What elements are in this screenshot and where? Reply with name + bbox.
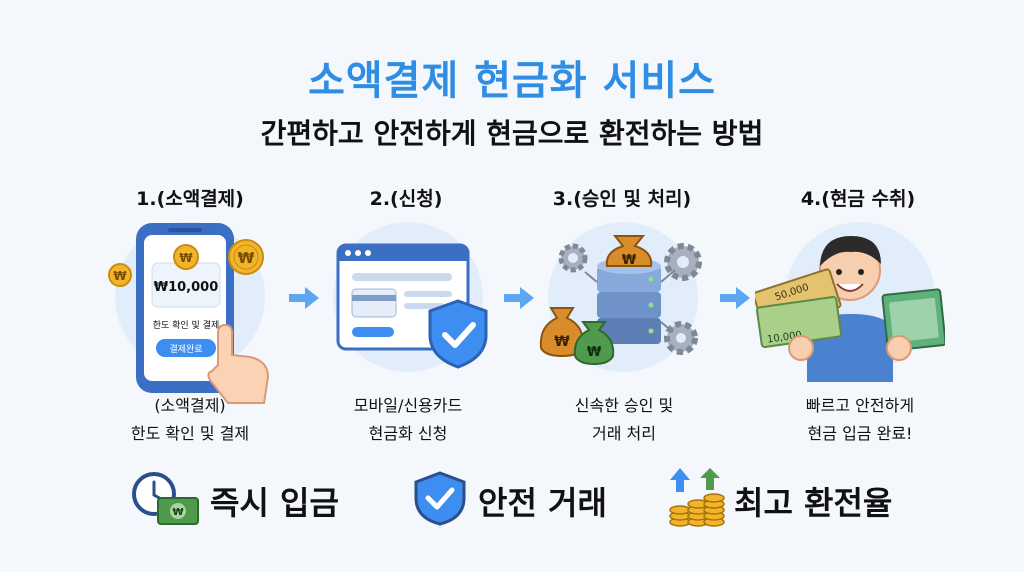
banknote-icon: 50,000 10,000 xyxy=(755,268,843,348)
cash-received-illustration: 50,000 10,000 xyxy=(755,236,945,382)
clock-money-icon: ₩ xyxy=(132,472,199,525)
step-4-desc-line1: 빠르고 안전하게 xyxy=(805,396,915,415)
coin-icon: ₩ xyxy=(228,239,264,275)
phone-payment-illustration: ₩10,000 한도 확인 및 결제 결제완료 ₩ ₩ ₩ xyxy=(108,223,270,404)
phone-limit-text: 한도 확인 및 결제 xyxy=(153,319,220,331)
coin-icon: ₩ xyxy=(108,263,132,287)
svg-text:₩: ₩ xyxy=(179,251,193,265)
pointing-hand-icon xyxy=(207,323,270,404)
page-subtitle: 간편하고 안전하게 현금으로 환전하는 방법 xyxy=(260,117,764,150)
step-2-desc-line1: 모바일/신용카드 xyxy=(353,396,463,415)
shield-check-icon xyxy=(414,471,466,526)
step-2-description: 모바일/신용카드 현금화 신청 xyxy=(298,392,518,448)
approval-processing-illustration: ₩ ₩ ₩ xyxy=(539,235,702,366)
money-bag-icon: ₩ xyxy=(539,307,585,358)
step-4-desc-line2: 현금 입금 완료! xyxy=(807,424,913,443)
step-2-title: 2.(신청) xyxy=(369,188,443,210)
svg-text:₩: ₩ xyxy=(587,345,602,360)
step-1-desc-line1: (소액결제) xyxy=(154,396,226,415)
arrow-right-icon xyxy=(289,287,319,309)
page-title: 소액결제 현금화 서비스 xyxy=(308,58,716,104)
svg-text:₩: ₩ xyxy=(113,269,127,283)
svg-text:₩: ₩ xyxy=(172,507,183,518)
feature-safe-transaction: 안전 거래 xyxy=(478,484,607,522)
step-3-title: 3.(승인 및 처리) xyxy=(552,188,692,210)
feature-best-rate: 최고 환전율 xyxy=(734,484,893,522)
arrow-right-icon xyxy=(720,287,750,309)
step-3-description: 신속한 승인 및 거래 처리 xyxy=(514,392,734,448)
phone-complete-button: 결제완료 xyxy=(169,344,202,355)
gear-icon xyxy=(664,321,698,355)
coins-arrows-icon xyxy=(669,468,725,527)
svg-text:₩: ₩ xyxy=(238,249,255,267)
gear-icon xyxy=(558,243,588,273)
step-4-title: 4.(현금 수취) xyxy=(800,188,916,210)
phone-amount: ₩10,000 xyxy=(154,280,219,295)
money-bag-icon: ₩ xyxy=(605,235,653,268)
step-1-desc-line2: 한도 확인 및 결제 xyxy=(130,424,250,443)
step-2-desc-line2: 현금화 신청 xyxy=(368,424,448,443)
shield-check-icon xyxy=(428,299,488,369)
svg-text:₩: ₩ xyxy=(554,334,570,350)
step-3-desc-line1: 신속한 승인 및 xyxy=(574,396,674,415)
server-icon xyxy=(597,258,661,344)
arrow-right-icon xyxy=(504,287,534,309)
step-1-title: 1.(소액결제) xyxy=(136,188,244,210)
feature-instant-deposit: 즉시 입금 xyxy=(210,484,339,522)
svg-text:₩: ₩ xyxy=(622,253,637,268)
step-4-description: 빠르고 안전하게 현금 입금 완료! xyxy=(750,392,970,448)
step-3-desc-line2: 거래 처리 xyxy=(592,424,656,443)
application-form-illustration xyxy=(336,243,488,369)
step-1-description: (소액결제) 한도 확인 및 결제 xyxy=(80,392,300,448)
coin-icon: ₩ xyxy=(173,244,199,270)
money-bag-icon: ₩ xyxy=(573,321,615,366)
